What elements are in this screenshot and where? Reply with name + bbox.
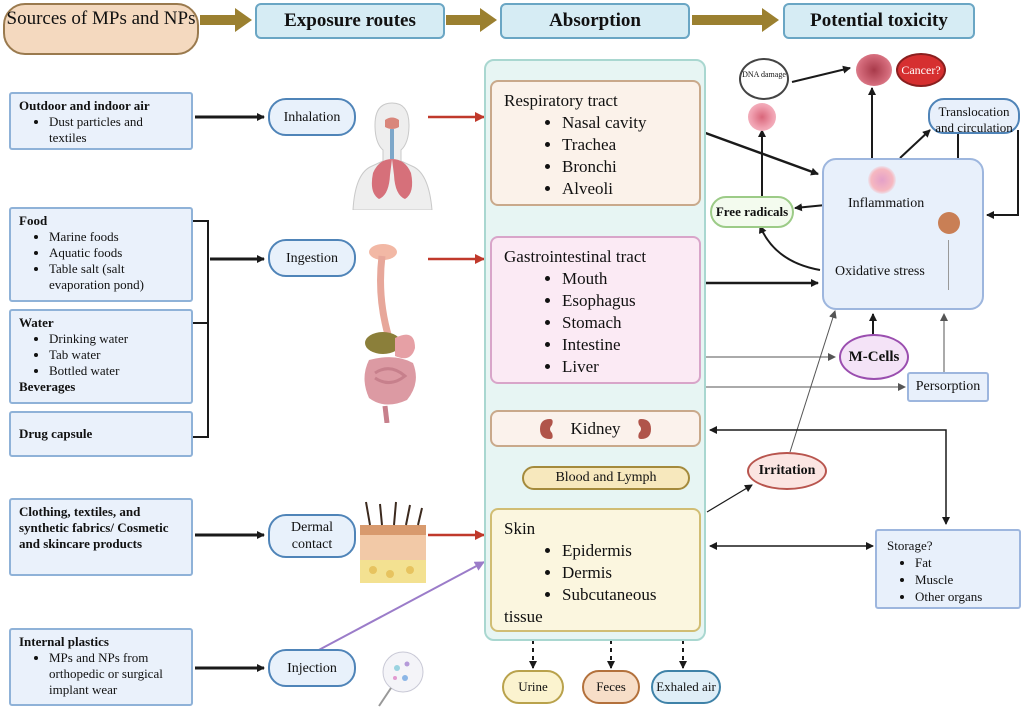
source-food-item: Aquatic foods (49, 245, 183, 261)
inflammation-label: Inflammation (848, 196, 925, 211)
source-air-item: Dust particles and textiles (49, 114, 183, 146)
route-inhalation: Inhalation (268, 98, 356, 136)
source-beverages-title: Beverages (19, 379, 76, 394)
dna-damage-label: DNA damage (742, 70, 786, 79)
free-radicals-node: Free radicals (710, 196, 794, 228)
persorption-node: Persorption (907, 372, 989, 402)
source-internal-title: Internal plastics (19, 634, 109, 649)
storage-title: Storage? (887, 538, 933, 553)
gi-tract-box: Gastrointestinal tract Mouth Esophagus S… (490, 236, 701, 384)
route-injection-label: Injection (287, 660, 337, 676)
header-absorption: Absorption (500, 3, 690, 39)
route-injection: Injection (268, 649, 356, 687)
route-dermal: Dermal contact (268, 514, 356, 558)
source-food: Food Marine foods Aquatic foods Table sa… (9, 207, 193, 302)
gi-tract-title: Gastrointestinal tract (504, 247, 647, 266)
excretion-exhaled: Exhaled air (651, 670, 721, 704)
syringe-illustration (378, 651, 424, 707)
gi-item: Intestine (562, 334, 687, 356)
header-toxicity: Potential toxicity (783, 3, 975, 39)
tumor-cell-icon (856, 54, 892, 86)
kidney-box: Kidney (490, 410, 701, 447)
excretion-urine: Urine (502, 670, 564, 704)
source-air-title: Outdoor and indoor air (19, 98, 150, 113)
oxidative-stress-label: Oxidative stress (835, 264, 925, 279)
skin-tail: tissue (504, 607, 543, 626)
source-food-item: Marine foods (49, 229, 183, 245)
source-water-item: Tab water (49, 347, 183, 363)
cancer-label: Cancer? (901, 62, 941, 77)
route-ingestion: Ingestion (268, 239, 356, 277)
gi-item: Esophagus (562, 290, 687, 312)
lungs-illustration (352, 102, 433, 210)
gi-item: Mouth (562, 268, 687, 290)
respiratory-item: Bronchi (562, 156, 687, 178)
excretion-feces: Feces (582, 670, 640, 704)
storage-item: Fat (915, 554, 1009, 571)
cancer-node: Cancer? (896, 53, 946, 87)
exhaled-label: Exhaled air (656, 679, 716, 694)
source-drug-title: Drug capsule (19, 426, 93, 441)
blood-lymph-label: Blood and Lymph (555, 470, 657, 485)
blood-lymph-box: Blood and Lymph (522, 466, 690, 490)
damaged-cell-icon (748, 103, 776, 131)
skin-item: Epidermis (562, 540, 687, 562)
respiratory-item: Nasal cavity (562, 112, 687, 134)
kidney-icon (637, 418, 651, 439)
storage-node: Storage? Fat Muscle Other organs (875, 529, 1021, 609)
irritation-label: Irritation (758, 463, 816, 478)
source-food-title: Food (19, 213, 48, 228)
persorption-label: Persorption (915, 379, 981, 394)
source-internal-item: MPs and NPs from orthopedic or surgical … (49, 650, 183, 698)
toxicity-box: Inflammation Oxidative stress (822, 158, 984, 310)
source-clothing-title: Clothing, textiles, and synthetic fabric… (19, 504, 169, 551)
dna-damage-node: DNA damage (739, 58, 789, 100)
route-ingestion-label: Ingestion (285, 250, 339, 266)
skin-title: Skin (504, 519, 536, 538)
respiratory-item: Alveoli (562, 178, 687, 200)
respiratory-tract-box: Respiratory tract Nasal cavity Trachea B… (490, 80, 701, 206)
source-internal: Internal plastics MPs and NPs from ortho… (9, 628, 193, 706)
respiratory-tract-title: Respiratory tract (504, 91, 618, 110)
source-water-item: Bottled water (49, 363, 183, 379)
source-water-title: Water (19, 315, 54, 330)
header-sources-label: Sources of MPs and NPs (6, 8, 196, 29)
skin-layers-illustration (360, 501, 426, 583)
route-dermal-label: Dermal contact (291, 520, 333, 552)
mini-pathway-line (948, 240, 949, 290)
header-exposure-label: Exposure routes (284, 10, 416, 31)
storage-item: Other organs (915, 588, 1009, 605)
source-air: Outdoor and indoor air Dust particles an… (9, 92, 193, 150)
header-toxicity-label: Potential toxicity (810, 10, 948, 31)
source-water: Water Drinking water Tab water Bottled w… (9, 309, 193, 404)
kidney-label: Kidney (570, 418, 621, 438)
storage-item: Muscle (915, 571, 1009, 588)
respiratory-item: Trachea (562, 134, 687, 156)
route-inhalation-label: Inhalation (283, 109, 341, 125)
urine-label: Urine (518, 679, 548, 694)
feces-label: Feces (596, 679, 626, 694)
translocation-label: Translocation and circulation (935, 104, 1013, 135)
irritation-node: Irritation (747, 452, 827, 490)
header-exposure: Exposure routes (255, 3, 445, 39)
skin-box: Skin Epidermis Dermis Subcutaneous tissu… (490, 508, 701, 632)
m-cells-label: M-Cells (848, 348, 900, 365)
gi-item: Stomach (562, 312, 687, 334)
skin-item: Subcutaneous (562, 584, 687, 606)
m-cells-node: M-Cells (839, 334, 909, 380)
source-food-item: Table salt (salt evaporation pond) (49, 261, 183, 293)
source-drug: Drug capsule (9, 411, 193, 457)
translocation-node: Translocation and circulation (928, 98, 1020, 135)
header-sources: Sources of MPs and NPs (3, 3, 199, 55)
header-absorption-label: Absorption (549, 10, 641, 31)
source-water-item: Drinking water (49, 331, 183, 347)
inflamed-cell-icon (868, 166, 896, 194)
free-radicals-label: Free radicals (715, 204, 789, 219)
kidney-icon (540, 418, 554, 439)
cell-icon (938, 212, 960, 234)
gi-item: Liver (562, 356, 687, 378)
source-clothing: Clothing, textiles, and synthetic fabric… (9, 498, 193, 576)
skin-item: Dermis (562, 562, 687, 584)
digestive-system-illustration (364, 244, 416, 423)
